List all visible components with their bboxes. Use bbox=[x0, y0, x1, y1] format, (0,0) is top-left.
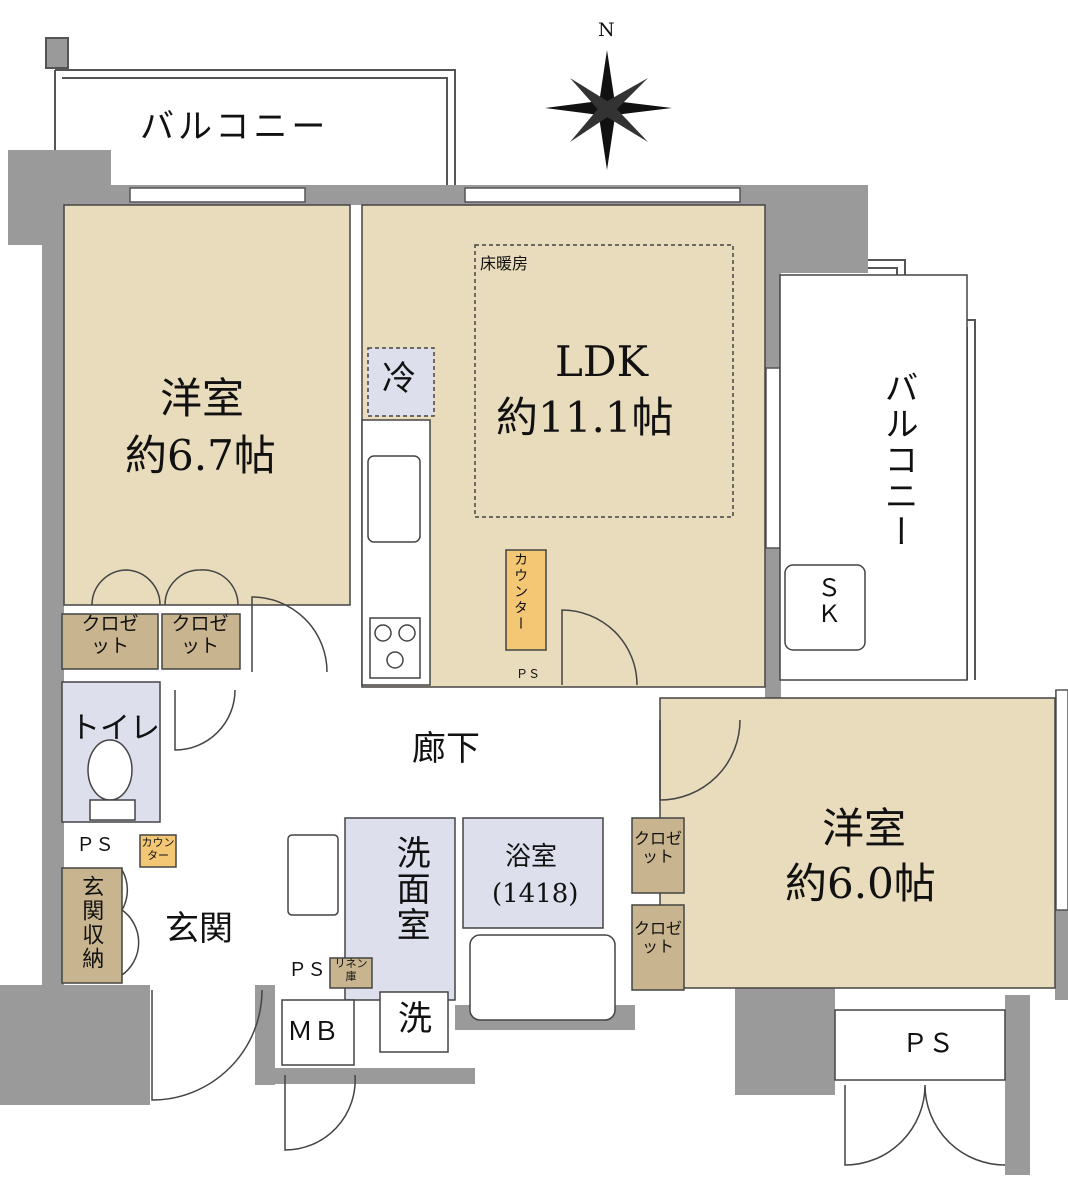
ps-label: ＰＳ bbox=[516, 667, 541, 681]
entrance-label: 玄関 bbox=[165, 909, 233, 949]
mb-label: ＭＢ bbox=[287, 1017, 340, 1047]
ps-label: ＰＳ bbox=[76, 834, 115, 856]
ldk-name: LDK bbox=[555, 337, 648, 386]
fridge-label: 冷 bbox=[382, 359, 416, 399]
sk-label: ＳＫ bbox=[812, 575, 841, 627]
closet-label: クロゼット bbox=[171, 613, 229, 657]
balcony-top-label: バルコニー bbox=[140, 107, 330, 147]
ps-label: ＰＳ bbox=[902, 1029, 955, 1059]
ldk-size: 約11.1帖 bbox=[496, 393, 674, 442]
hallway-label: 廊下 bbox=[412, 729, 480, 769]
bathroom-size: (1418) bbox=[492, 879, 579, 909]
entrance-storage-label: 玄関収納 bbox=[78, 875, 104, 971]
balcony-top bbox=[45, 37, 456, 185]
washer-label: 洗 bbox=[398, 999, 432, 1039]
floor-heating-label: 床暖房 bbox=[480, 254, 529, 273]
windows bbox=[129, 187, 1068, 911]
closet-label: クロゼット bbox=[81, 613, 139, 657]
bathroom-label: 浴室 bbox=[505, 842, 558, 872]
entrance-counter-label: カウンター bbox=[141, 836, 175, 862]
door-swings bbox=[91, 569, 1006, 1166]
western-room-1-name: 洋室 bbox=[160, 374, 245, 423]
closet-label: クロゼット bbox=[634, 919, 683, 957]
linen-label: リネン庫 bbox=[334, 957, 368, 983]
compass-north-label: N bbox=[598, 19, 615, 41]
rooms bbox=[61, 204, 1056, 1081]
western-room-1-size: 約6.7帖 bbox=[125, 431, 276, 480]
western-room-2-size: 約6.0帖 bbox=[785, 859, 936, 908]
washroom-label: 洗面室 bbox=[390, 835, 431, 943]
compass-icon bbox=[545, 50, 672, 170]
ps-label: ＰＳ bbox=[288, 959, 327, 981]
toilet-label: トイレ bbox=[70, 711, 160, 746]
closet-label: クロゼット bbox=[634, 829, 683, 867]
ldk-counter-label: カウンター bbox=[512, 552, 529, 632]
balcony-right-label: バルコニー bbox=[878, 370, 919, 550]
western-room-2-name: 洋室 bbox=[822, 804, 907, 853]
